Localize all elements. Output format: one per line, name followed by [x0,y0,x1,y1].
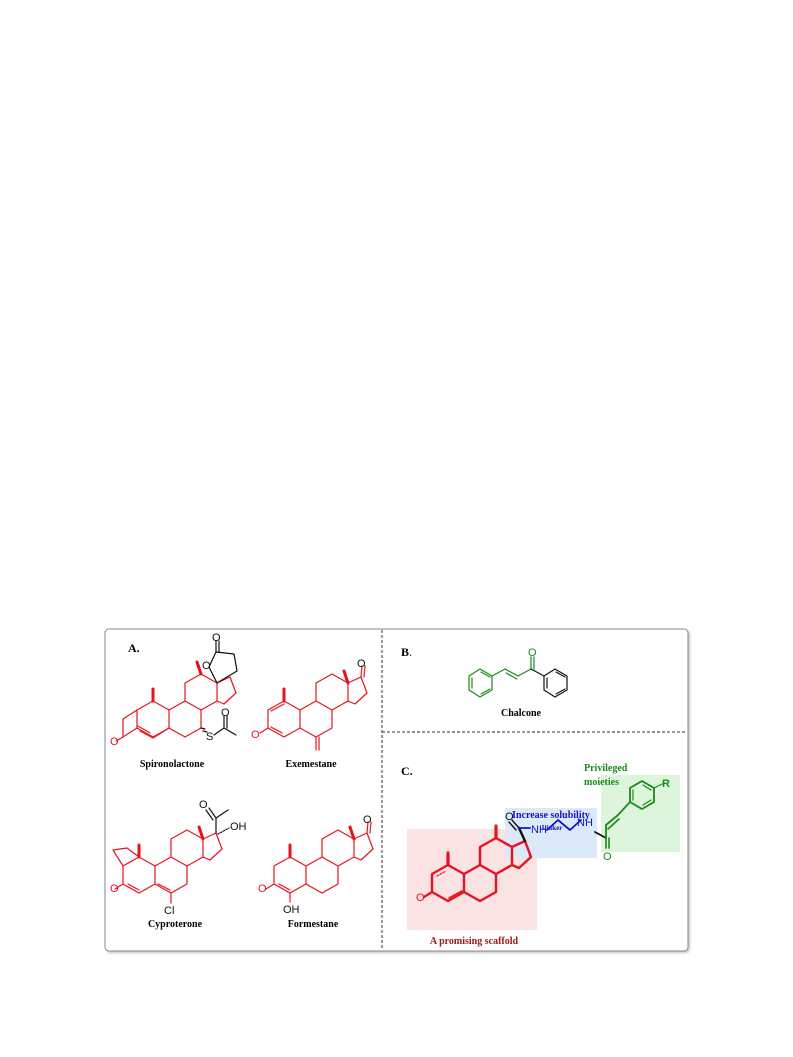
panel-b-label: B. [401,645,412,659]
atom-o: O [221,707,230,719]
panel-a-label: A. [128,641,140,655]
atom-cl: Cl [164,905,174,917]
atom-o: O [110,883,119,895]
atom-s: S [206,731,213,743]
scaffold-label: A promising scaffold [430,936,519,947]
atom-oh: OH [230,821,247,833]
increase-solubility-label: Increase solubility [512,810,590,821]
spironolactone-label: Spironolactone [140,759,205,770]
exemestane-structure: O O [251,658,368,751]
atom-o: O [251,729,260,741]
atom-o: O [199,799,208,811]
moiety-highlight [601,775,680,852]
panel-c-label: C. [401,764,413,778]
panel-a: A. O O [110,632,374,930]
atom-o: O [505,811,514,823]
formestane-label: Formestane [288,919,339,930]
moiety-structure: O R [603,778,670,863]
panel-b: B. O Chalcone [401,645,568,719]
linker-label: Linker [542,824,563,832]
panel-c: C. O O NH NH [401,763,680,947]
atom-oh: OH [283,904,300,916]
atom-nh: NH [577,817,593,829]
atom-o: O [603,851,612,863]
atom-o: O [528,647,537,659]
atom-o: O [357,658,366,670]
chalcone-label: Chalcone [501,708,542,719]
cyproterone-structure: O Cl O OH [110,799,247,917]
atom-o: O [212,632,221,644]
figure-frame [104,628,689,952]
scaffold-structure: O O [416,811,533,904]
atom-nh: NH [531,824,547,836]
spironolactone-structure: O O O S O [110,632,238,748]
atom-o: O [363,814,372,826]
atom-o: O [258,883,267,895]
chalcone-structure: O [468,647,568,698]
atom-o: O [416,892,425,904]
privileged-label: Privileged moieties [584,763,630,788]
formestane-structure: O OH O [258,814,374,916]
cyproterone-label: Cyproterone [148,919,203,930]
linker-structure: NH NH [518,817,607,839]
atom-r: R [662,778,670,790]
atom-o: O [110,736,119,748]
atom-o: O [202,660,211,672]
exemestane-label: Exemestane [285,759,337,770]
